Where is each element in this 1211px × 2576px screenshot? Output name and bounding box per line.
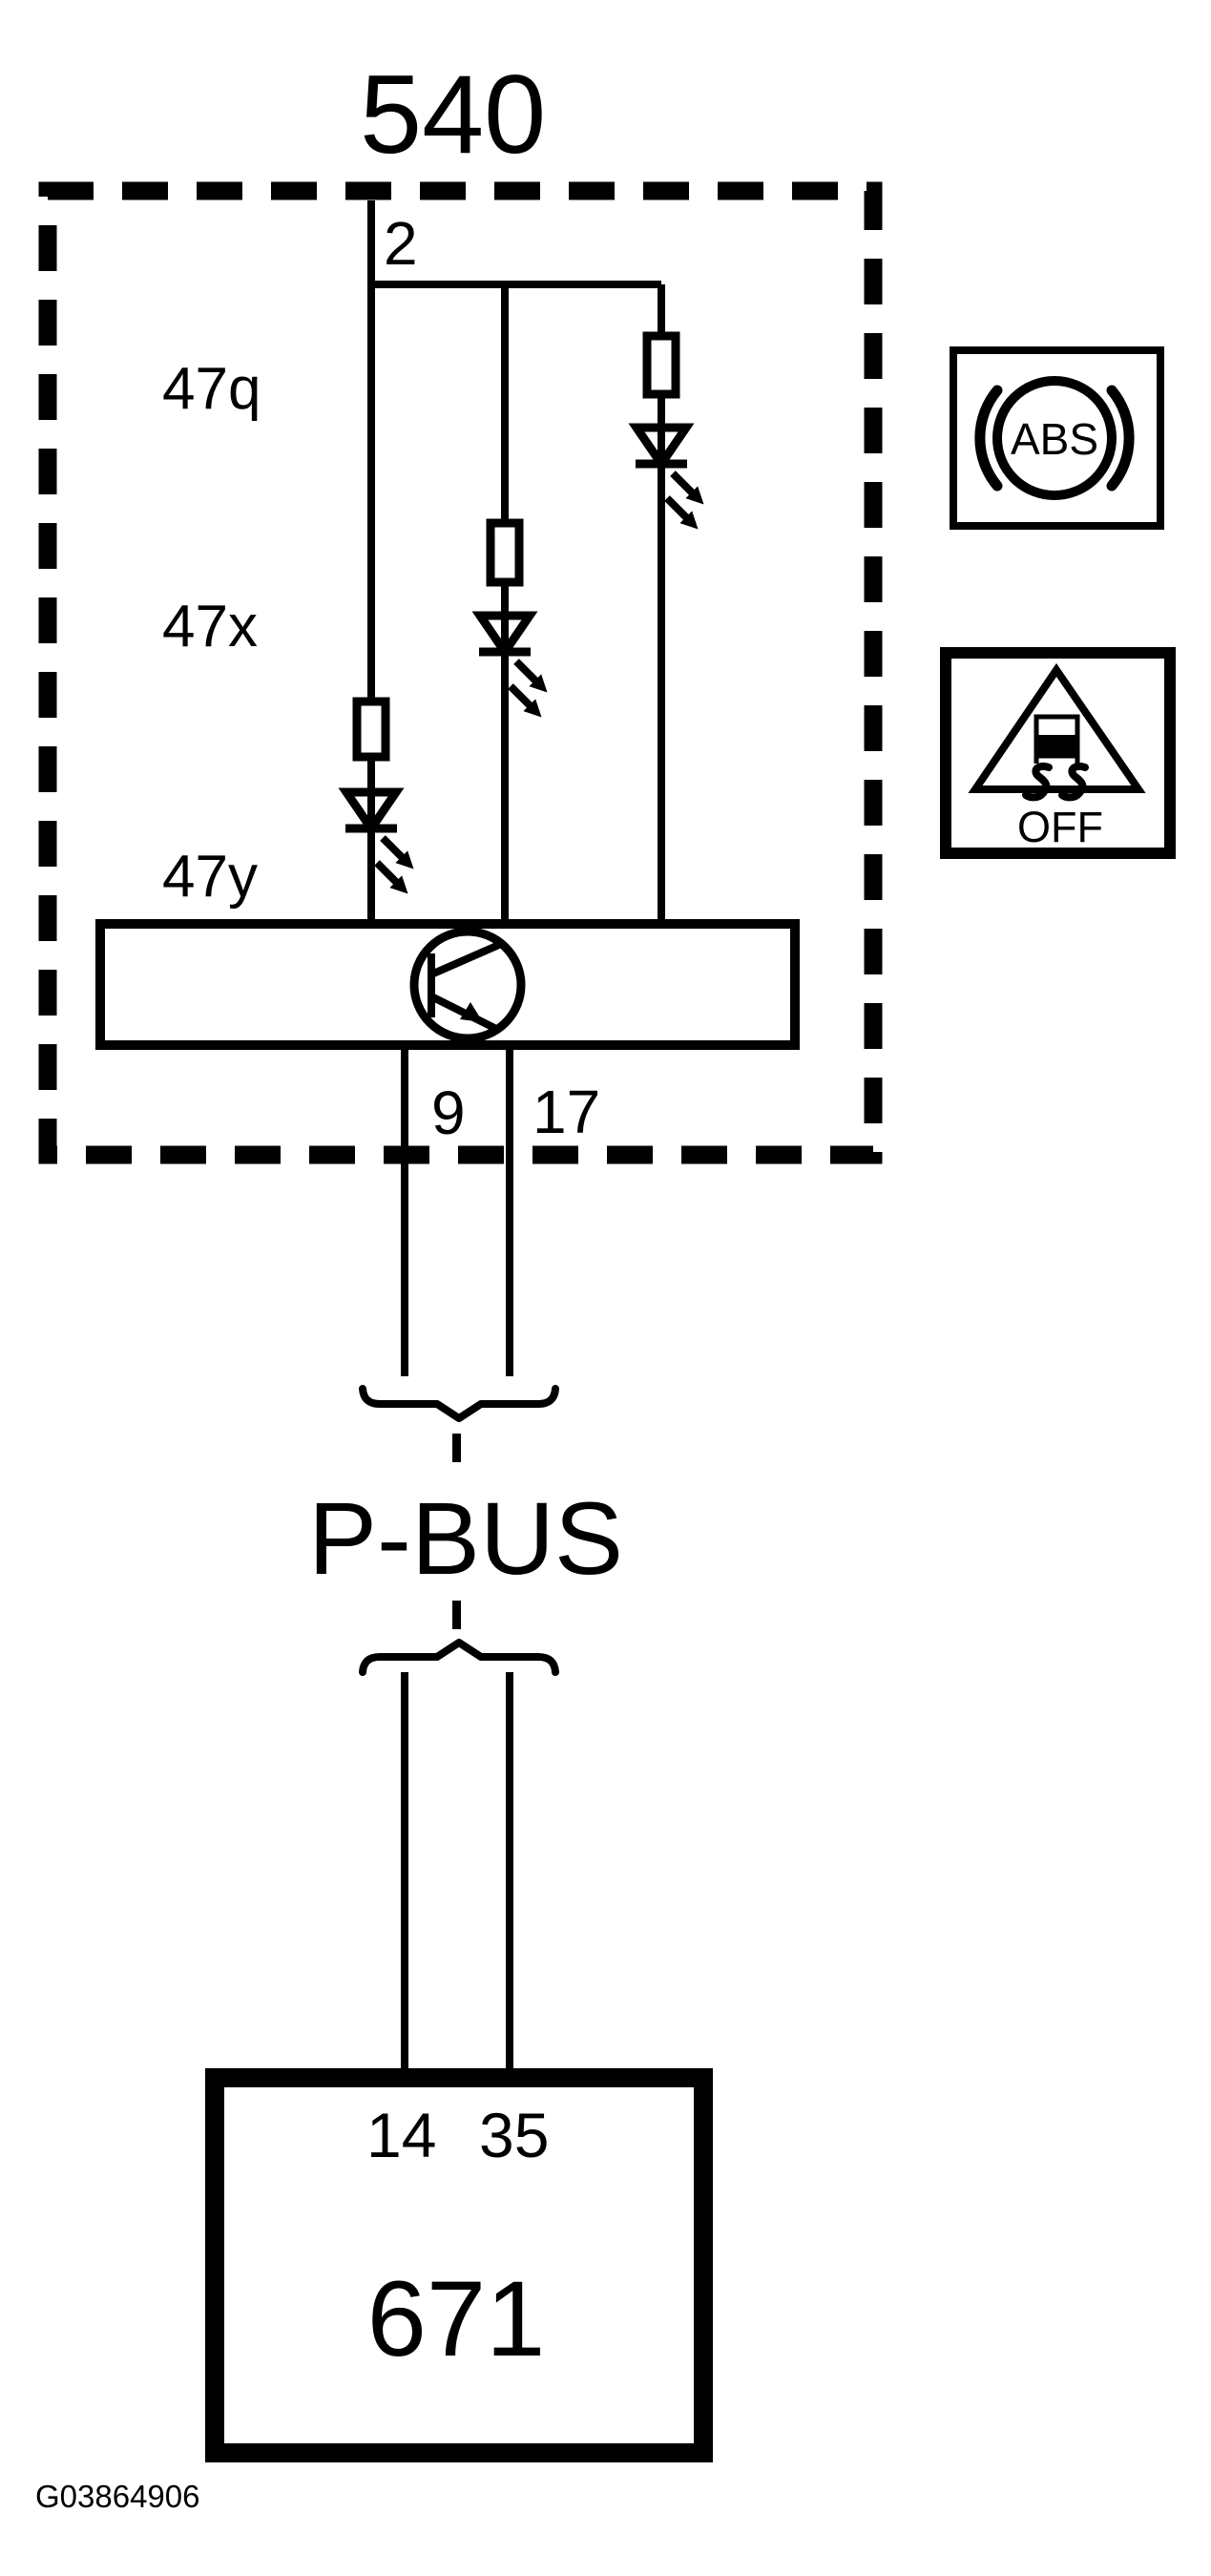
brace-icon [359, 1385, 559, 1422]
pin-14-label: 14 [366, 2100, 436, 2170]
pin-17-label: 17 [532, 1078, 600, 1146]
bus-dashed-link [452, 1434, 461, 1462]
warning-triangle-icon [968, 662, 1146, 793]
abs-label: ABS [1011, 414, 1098, 464]
branch-label-47q: 47q [162, 356, 261, 422]
abs-circle [992, 376, 1117, 500]
skidding-vehicle-icon [1022, 714, 1089, 802]
brace-icon [359, 1639, 559, 1676]
component-540-dashed-box [38, 181, 883, 1164]
p-bus-label: P-BUS [308, 1480, 623, 1596]
brake-arc-right-icon [1106, 385, 1135, 492]
off-label: OFF [1017, 803, 1103, 851]
resistor-icon [642, 331, 680, 399]
component-671-label: 671 [367, 2259, 546, 2378]
led-icon [471, 611, 548, 718]
component-540-label: 540 [360, 52, 546, 177]
output-stage-box [95, 919, 800, 1050]
resistor-icon [486, 518, 524, 587]
component-671-box [205, 2068, 713, 2462]
pin-2-label: 2 [384, 209, 418, 278]
pin-35-label: 35 [479, 2100, 549, 2170]
abs-warning-icon: ABS [950, 346, 1164, 530]
wires [367, 200, 665, 2071]
traction-off-icon: OFF [940, 647, 1176, 859]
transistor-icon [409, 927, 526, 1043]
figure-id: G03864906 [35, 2479, 200, 2514]
brake-arc-left-icon [974, 385, 1003, 492]
bus-dashed-link [452, 1601, 461, 1629]
skid-mark-icon [1058, 763, 1089, 802]
resistor-icon [352, 697, 390, 762]
led-icon [338, 787, 414, 894]
pin-9-label: 9 [431, 1079, 466, 1147]
branch-label-47x: 47x [162, 594, 258, 660]
branch-label-47y: 47y [162, 844, 258, 910]
skid-mark-icon [1022, 763, 1053, 802]
led-icon [628, 423, 704, 530]
